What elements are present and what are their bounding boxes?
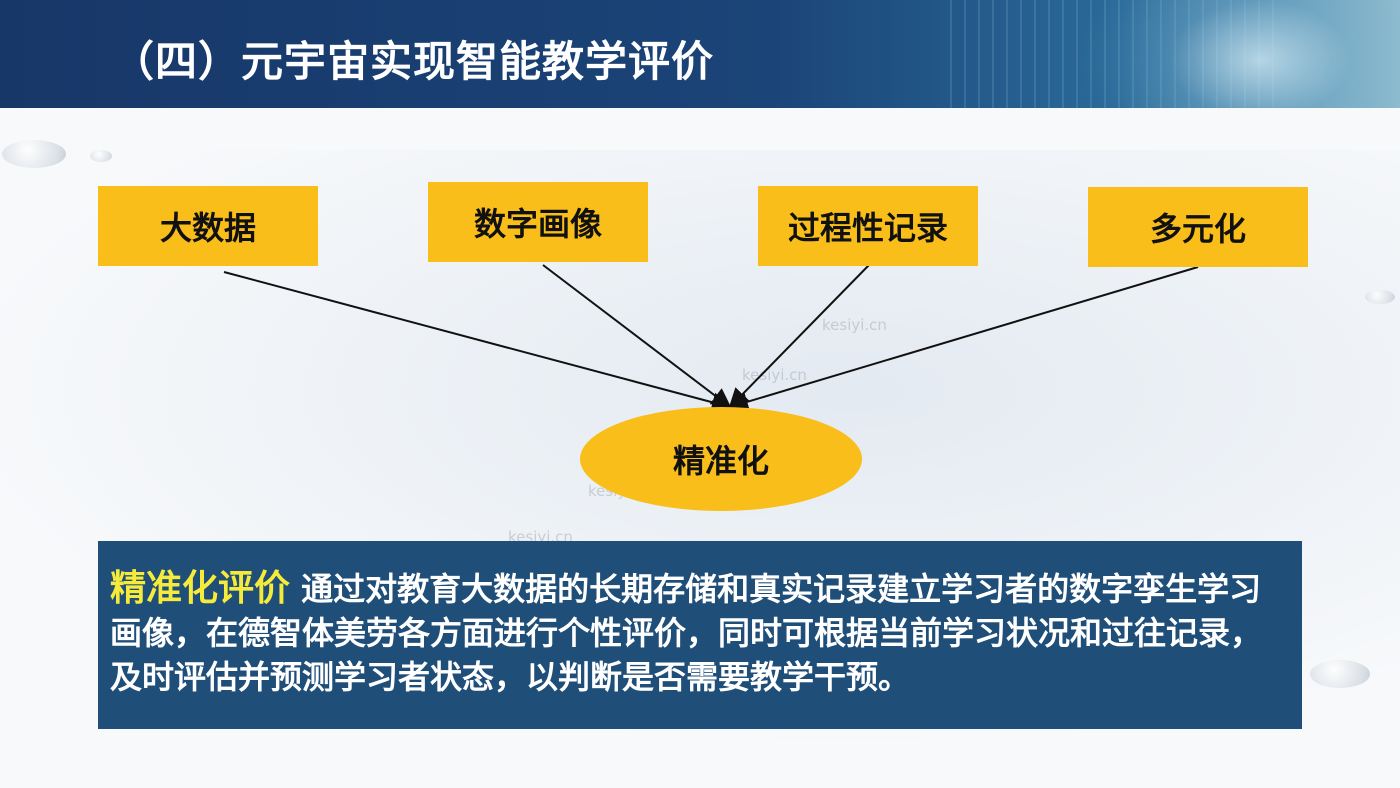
arrow-line-3 bbox=[728, 264, 870, 409]
description-panel: 精准化评价 通过对教育大数据的长期存储和真实记录建立学习者的数字孪生学习画像，在… bbox=[98, 541, 1302, 729]
box-process-record: 过程性记录 bbox=[758, 186, 978, 266]
arrow-line-4 bbox=[728, 266, 1199, 412]
center-ellipse: 精准化 bbox=[580, 407, 862, 511]
water-drop-decoration bbox=[1310, 660, 1370, 688]
page-title: （四）元宇宙实现智能教学评价 bbox=[112, 37, 715, 86]
header-banner: （四）元宇宙实现智能教学评价 bbox=[0, 0, 1400, 108]
arrow-line-2 bbox=[542, 264, 732, 409]
description-highlight: 精准化评价 bbox=[110, 568, 291, 609]
box-diversified: 多元化 bbox=[1088, 187, 1308, 267]
description-paragraph: 精准化评价 通过对教育大数据的长期存储和真实记录建立学习者的数字孪生学习画像，在… bbox=[110, 567, 1290, 699]
globe-glow-decoration bbox=[1080, 0, 1400, 108]
arrow-line-1 bbox=[223, 271, 732, 413]
water-drop-decoration bbox=[1365, 290, 1395, 304]
description-text: 通过对教育大数据的长期存储和真实记录建立学习者的数字孪生学习画像，在德智体美劳各… bbox=[110, 570, 1263, 696]
watermark: kesiyi.cn bbox=[822, 316, 887, 334]
box-digital-portrait: 数字画像 bbox=[428, 182, 648, 262]
box-big-data: 大数据 bbox=[98, 186, 318, 266]
water-drop-decoration bbox=[90, 150, 112, 162]
water-drop-decoration bbox=[2, 140, 66, 168]
